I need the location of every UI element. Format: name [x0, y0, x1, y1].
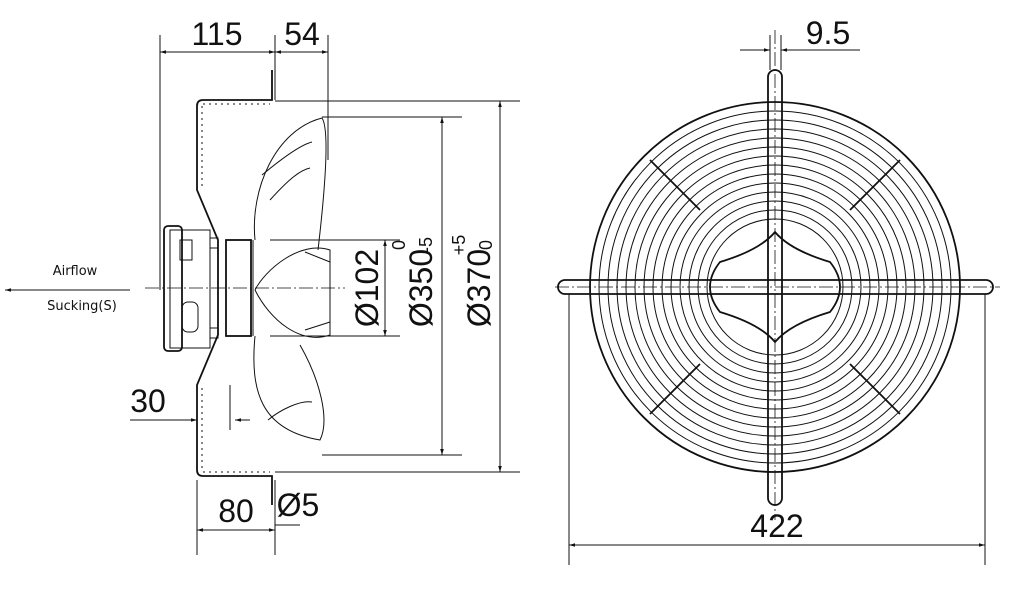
- dim-54-label: 54: [284, 16, 320, 52]
- airflow-mode-label: Sucking(S): [47, 299, 117, 314]
- dia-350-tol-lower: -5: [416, 237, 436, 253]
- mounting-flange: [196, 70, 273, 505]
- dim-9-5-label: 9.5: [806, 15, 850, 51]
- front-view: 9.5 422: [555, 15, 1000, 565]
- hole-dia-label: Ø5: [277, 487, 320, 523]
- dia-350-tol-upper: 0: [389, 240, 409, 250]
- dim-422-label: 422: [750, 508, 803, 544]
- motor: [163, 225, 254, 352]
- dim-115-label: 115: [191, 16, 242, 52]
- dia-102-label: Ø102: [349, 249, 385, 327]
- dim-30-label: 30: [130, 383, 166, 419]
- fan-blades: [253, 117, 331, 441]
- dia-370-tol-lower: 0: [476, 240, 496, 250]
- dia-350-label: Ø350: [403, 249, 439, 327]
- dia-370-tol-upper: +5: [449, 235, 469, 256]
- guard-supports: [557, 69, 994, 506]
- airflow-label: Airflow: [53, 264, 98, 279]
- dim-80-label: 80: [218, 493, 254, 529]
- dia-370-label: Ø370: [461, 249, 497, 327]
- side-view: 115 54 Ø102: [5, 16, 520, 555]
